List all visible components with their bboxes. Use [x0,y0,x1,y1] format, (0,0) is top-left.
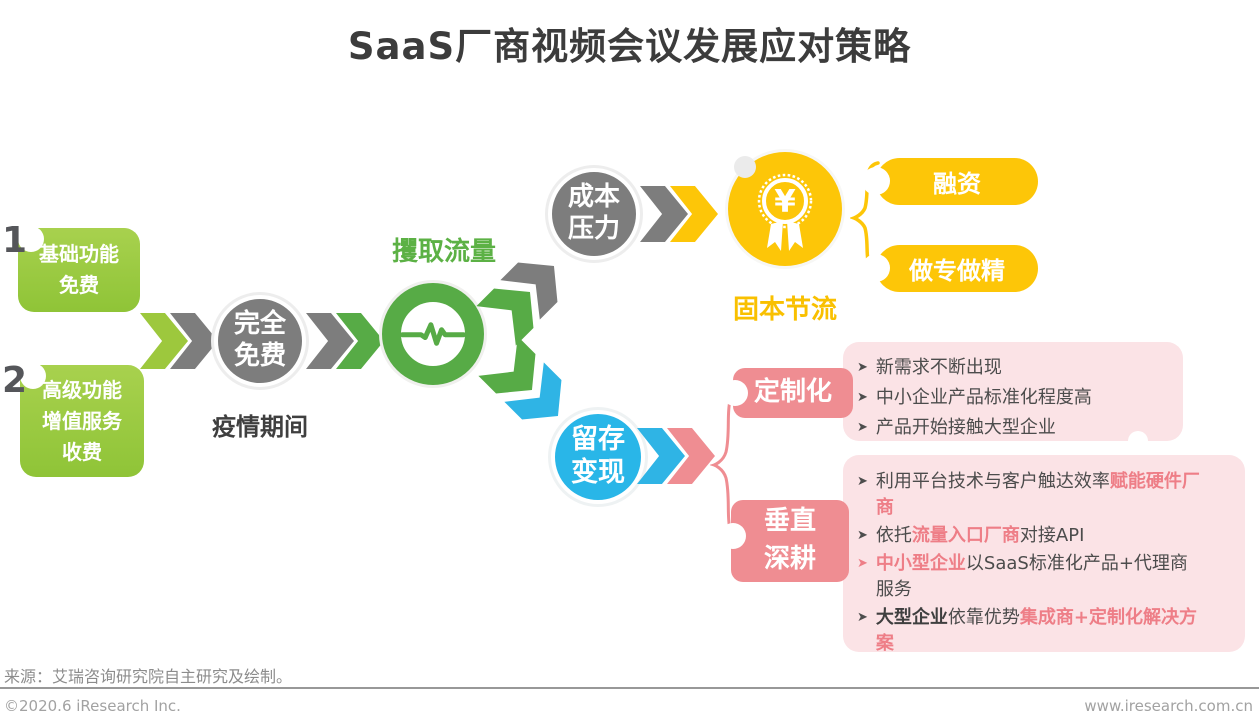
free-stage-circle: 完全 免费 [214,295,306,387]
bullet-arrow-icon: ➤ [857,474,868,489]
retention-circle-line1: 留存 [571,424,625,456]
pulse-line-icon [401,322,465,346]
cost-circle-line1: 成本 [567,182,620,213]
strategy-box-basic-free-line1: 基础功能 [39,242,119,266]
bullet-item: ➤ 中小企业产品标准化程度高 [857,384,1163,411]
vertical-notch [720,523,746,549]
customization-label: 定制化 [753,377,832,408]
bullet-text: 中小企业产品标准化程度高 [875,387,1092,408]
bullet-text: 依托流量入口厂商对接API [875,525,1085,546]
vertical-label-line2: 深耕 [763,544,816,574]
retention-circle: 留存 变现 [551,410,645,504]
cost-pressure-circle: 成本 压力 [548,168,640,260]
consolidate-label: 固本节流 [732,295,837,325]
customization-notch [722,380,748,406]
bullet-arrow-icon: ➤ [857,390,868,405]
bullet-arrow-icon: ➤ [857,420,868,435]
step-number-2: 2 [2,360,28,401]
specialize-pill: 做专做精 [876,245,1038,292]
decorative-dot [734,156,756,178]
medal-ribbon-right [787,221,803,251]
bullet-item: ➤ 依托流量入口厂商对接API [857,523,1205,549]
bullet-item: ➤ 中小型企业以SaaS标准化产品+代理商服务 [857,551,1205,603]
footer-divider [0,687,1259,689]
yen-symbol: ¥ [774,184,796,220]
customization-box: 定制化 [733,368,853,418]
bullet-arrow-icon: ➤ [857,556,868,571]
strategy-box-basic-free-line2: 免费 [59,273,99,297]
pandemic-period-caption: 疫情期间 [212,413,308,441]
box2-corner-notch [20,363,46,389]
bullet-item: ➤ 产品开始接触大型企业 [857,414,1163,441]
bullet-text: 利用平台技术与客户触达效率赋能硬件厂商 [875,471,1200,518]
panel1-notch [1128,431,1148,451]
vertical-panel: ➤ 利用平台技术与客户触达效率赋能硬件厂商 ➤ 依托流量入口厂商对接API ➤ 中小型企业… [843,455,1245,654]
bullet-item: ➤ 新需求不断出现 [857,354,1163,381]
bullet-text: 大型企业依靠优势集成商+定制化解决方案 [875,607,1197,654]
vertical-label-line1: 垂直 [763,506,816,537]
pill1-notch [862,167,890,195]
bullet-text: 新需求不断出现 [875,357,1002,378]
step-number-1: 1 [2,220,28,261]
bullet-arrow-icon: ➤ [857,528,868,543]
page-title: SaaS厂商视频会议发展应对策略 [347,25,912,68]
bullet-item: ➤ 大型企业依靠优势集成商+定制化解决方案 [857,605,1205,657]
strategy-box-basic-free: 基础功能 免费 [18,228,140,312]
medal-yen-icon: ¥ [757,173,813,251]
pink-brace [710,388,742,542]
box1-corner-notch [18,226,44,252]
strategy-box-premium-line1: 高级功能 [42,377,122,402]
traffic-ring [382,283,484,385]
bullet-arrow-icon: ➤ [857,610,868,625]
financing-pill: 融资 [876,158,1038,205]
source-note: 来源：艾瑞咨询研究院自主研究及绘制。 [4,667,293,686]
vertical-box: 垂直 深耕 [731,500,849,582]
strategy-box-premium-line2: 增值服务 [42,408,122,433]
cost-circle-line2: 压力 [567,214,620,244]
free-circle-line2: 免费 [233,341,286,371]
customization-panel: ➤ 新需求不断出现 ➤ 中小企业产品标准化程度高 ➤ 产品开始接触大型企业 [843,342,1183,441]
pill2-notch [862,254,890,282]
free-circle-line1: 完全 [233,309,286,340]
website-text: www.iresearch.com.cn [1084,697,1253,715]
bullet-text: 产品开始接触大型企业 [875,417,1056,438]
copyright-text: ©2020.6 iResearch Inc. [4,697,181,715]
retention-circle-line2: 变现 [571,457,625,488]
bullet-item: ➤ 利用平台技术与客户触达效率赋能硬件厂商 [857,469,1205,521]
grab-traffic-label: 攫取流量 [391,237,496,267]
bullet-arrow-icon: ➤ [857,360,868,375]
bullet-text: 中小型企业以SaaS标准化产品+代理商服务 [875,553,1188,600]
strategy-box-premium-line3: 收费 [62,439,102,464]
medal-ribbon-left [767,221,783,251]
